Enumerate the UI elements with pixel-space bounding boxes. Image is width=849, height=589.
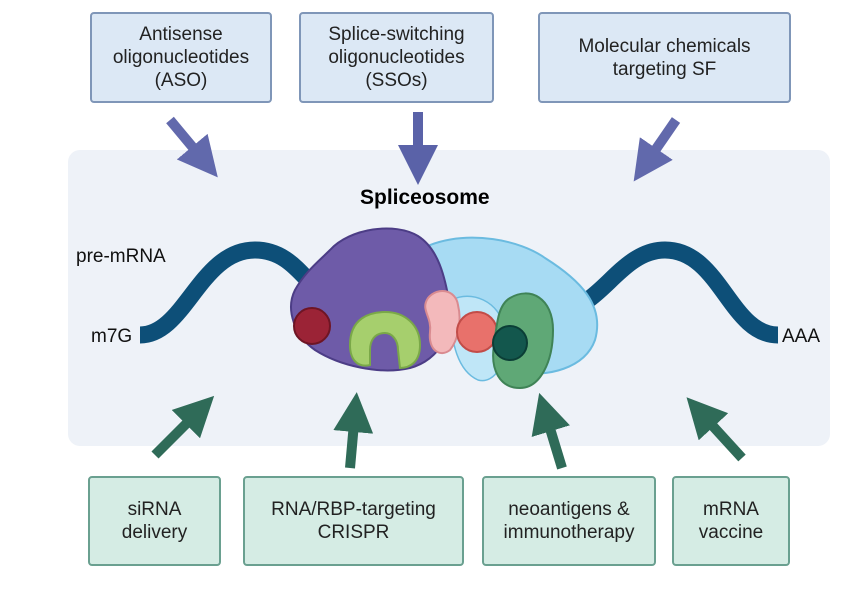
m7g-label: m7G <box>91 326 133 347</box>
pre-mrna-label: pre-mRNA <box>76 246 166 267</box>
sso-box: Splice-switching oligonucleotides (SSOs) <box>299 12 494 103</box>
protein-pink <box>424 289 461 355</box>
rna-strand-right <box>559 241 779 344</box>
sso-label: Splice-switching oligonucleotides (SSOs) <box>328 24 465 91</box>
mrna-vaccine-box: mRNA vaccine <box>672 476 790 566</box>
arrow-sirna <box>151 395 215 459</box>
sirna-label: siRNA delivery <box>121 499 188 543</box>
aaa-label: AAA <box>782 326 821 347</box>
arrow-sf <box>633 117 681 182</box>
neoantigens-label: neoantigens & immunotherapy <box>503 499 635 543</box>
aso-label: Antisense oligonucleotides (ASO) <box>112 24 250 91</box>
protein-dark-red <box>293 307 331 345</box>
spliceosome-title: Spliceosome <box>360 186 490 209</box>
protein-light-green <box>348 310 422 370</box>
protein-dark-teal <box>492 325 528 361</box>
neoantigens-box: neoantigens & immunotherapy <box>482 476 656 566</box>
molecular-chemicals-label: Molecular chemicals targeting SF <box>578 35 751 80</box>
aso-box: Antisense oligonucleotides (ASO) <box>90 12 272 103</box>
sirna-box: siRNA delivery <box>88 476 221 566</box>
protein-salmon <box>456 311 498 353</box>
arrow-aso <box>166 116 218 178</box>
molecular-chemicals-box: Molecular chemicals targeting SF <box>538 12 791 103</box>
arrow-mrna-vaccine <box>686 397 746 462</box>
mrna-vaccine-label: mRNA vaccine <box>698 499 764 543</box>
crispr-label: RNA/RBP-targeting CRISPR <box>271 499 436 543</box>
arrow-crispr <box>333 392 374 469</box>
crispr-box: RNA/RBP-targeting CRISPR <box>243 476 464 566</box>
arrow-neoantigen <box>531 392 570 470</box>
